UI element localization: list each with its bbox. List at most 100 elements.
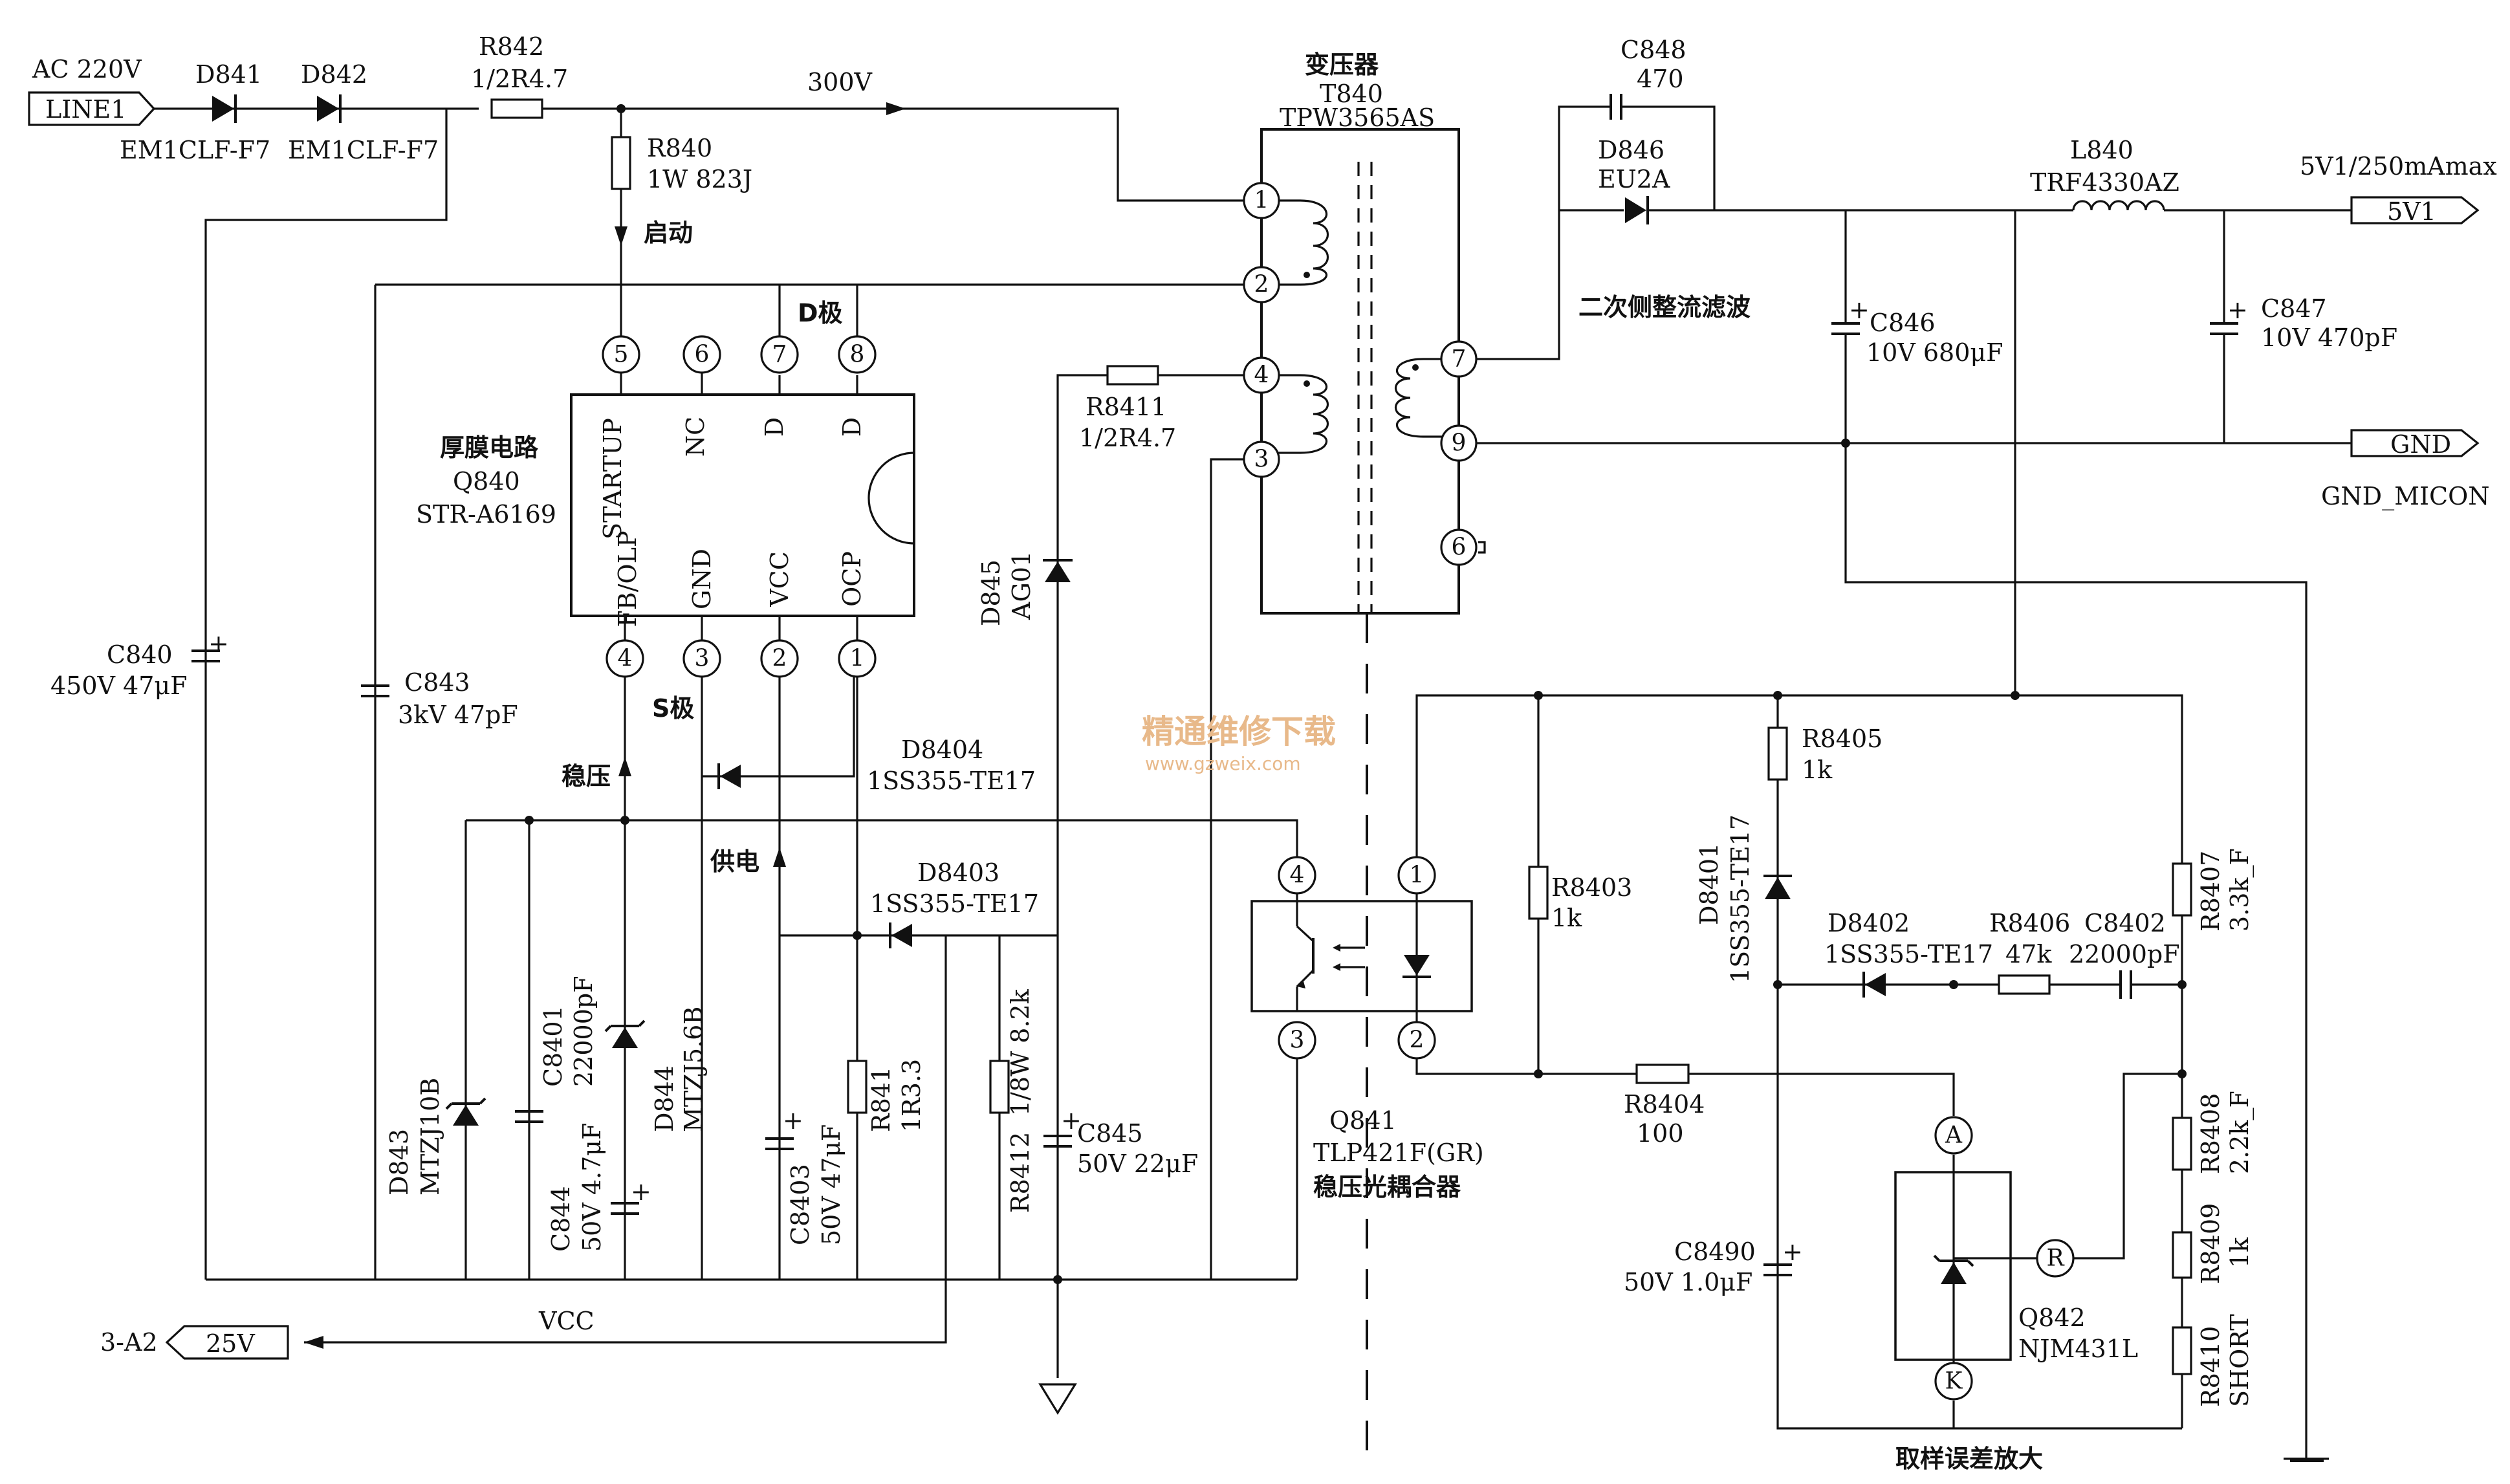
ic-pin-startup: STARTUP xyxy=(598,418,627,540)
svg-text:+: + xyxy=(1782,1238,1803,1266)
transformer-pin-9: 9 xyxy=(1452,430,1467,457)
ic-pin-3: 3 xyxy=(695,646,710,672)
label-r8410: R8410 xyxy=(2196,1326,2225,1407)
label-transformer: 变压器 xyxy=(1305,50,1379,79)
ic-pin-vcc: VCC xyxy=(765,551,794,607)
label-t840: T840 xyxy=(1320,80,1383,108)
label-d846-part: EU2A xyxy=(1598,165,1670,193)
label-r8407-value: 3.3k_F xyxy=(2225,848,2254,932)
transformer-pin-3: 3 xyxy=(1254,446,1269,473)
label-r840-value: 1W 823J xyxy=(647,165,752,193)
label-l840-part: TRF4330AZ xyxy=(2030,168,2179,197)
ic-pin-circles: 5 6 7 8 4 3 2 1 xyxy=(602,335,877,678)
output-tag-gnd xyxy=(2350,429,2480,457)
ic-pin-7: 7 xyxy=(772,342,787,368)
label-r8405: R8405 xyxy=(1802,725,1882,753)
ic-pin-ocp: OCP xyxy=(838,551,866,607)
label-r8408: R8408 xyxy=(2196,1093,2225,1174)
label-r8406-value: 47k xyxy=(2005,940,2052,968)
optocoupler-q841: 4 3 1 2 xyxy=(1250,856,1473,1060)
label-d846: D846 xyxy=(1598,136,1664,164)
label-c843: C843 xyxy=(404,668,470,697)
output-tag-5v1 xyxy=(2350,196,2480,224)
label-supply: 供电 xyxy=(710,847,759,876)
optocoupler-pin-1: 1 xyxy=(1410,862,1424,889)
label-line1: LINE1 xyxy=(45,95,126,124)
label-q841: Q841 xyxy=(1329,1106,1397,1135)
label-gnd-micon: GND_MICON xyxy=(2321,482,2489,511)
transformer-pin-2: 2 xyxy=(1254,272,1269,298)
label-c844-value: 50V 4.7μF xyxy=(578,1123,606,1252)
label-d842-part: EM1CLF-F7 xyxy=(288,136,439,164)
secondary-circuit: A R K xyxy=(1415,94,2480,1462)
label-r8409-value: 1k xyxy=(2225,1237,2254,1268)
ic-pin-d2: D xyxy=(838,417,866,437)
label-c8490-value: 50V 1.0μF xyxy=(1624,1268,1752,1296)
input-section xyxy=(28,91,1252,1280)
svg-text:+: + xyxy=(2227,296,2248,324)
label-r8403: R8403 xyxy=(1551,873,1632,902)
label-r8407: R8407 xyxy=(2196,851,2225,932)
label-q842-part: NJM431L xyxy=(2018,1335,2138,1363)
primary-wiring xyxy=(206,283,1298,1415)
label-startup: 启动 xyxy=(644,219,693,247)
label-regulation: 稳压 xyxy=(562,762,611,791)
label-r8404: R8404 xyxy=(1624,1090,1705,1118)
label-3a2: 3-A2 xyxy=(100,1328,158,1357)
label-r8406: R8406 xyxy=(1989,909,2070,937)
primary-lower-circuit xyxy=(191,649,1298,1349)
svg-text:+: + xyxy=(208,629,229,658)
label-r8412-value: 1/8W 8.2k xyxy=(1006,988,1034,1116)
ic-pin-2: 2 xyxy=(772,646,787,672)
label-tag-5v1: 5V1 xyxy=(2387,197,2436,226)
label-d842: D842 xyxy=(301,60,367,89)
label-d844-part: MTZJ5.6B xyxy=(679,1007,708,1132)
label-d841: D841 xyxy=(195,60,262,89)
label-c848-value: 470 xyxy=(1637,65,1684,93)
label-sampling-amp: 取样误差放大 xyxy=(1895,1445,2043,1473)
label-300v: 300V xyxy=(807,68,873,96)
ic-q840: STARTUP NC D D FB/OLP GND VCC OCP xyxy=(570,285,915,640)
label-r840: R840 xyxy=(647,134,712,162)
transformer-pin-1: 1 xyxy=(1254,188,1269,214)
label-25v: 25V xyxy=(206,1329,255,1358)
label-c848: C848 xyxy=(1621,36,1686,64)
transformer-pins: 1 2 4 3 7 9 6 xyxy=(1243,182,1478,566)
label-c843-value: 3kV 47pF xyxy=(398,701,518,729)
label-ac220v: AC 220V xyxy=(32,55,142,83)
svg-text:+: + xyxy=(1061,1106,1082,1135)
label-r8411-value: 1/2R4.7 xyxy=(1079,424,1176,452)
label-q840-part: STR-A6169 xyxy=(416,500,556,529)
q842-pin-a: A xyxy=(1945,1122,1963,1149)
label-c846-value: 10V 680μF xyxy=(1866,338,2003,367)
label-t840-part: TPW3565AS xyxy=(1280,104,1435,132)
ic-pin-5: 5 xyxy=(614,342,629,368)
label-drain: D极 xyxy=(798,299,843,327)
transformer-pin-6: 6 xyxy=(1452,534,1467,561)
label-d845: D845 xyxy=(977,560,1005,626)
label-c8402-value: 22000pF xyxy=(2069,940,2180,968)
ic-pin-d1: D xyxy=(760,417,789,437)
svg-text:+: + xyxy=(1849,296,1870,324)
label-d8403: D8403 xyxy=(917,858,999,887)
label-d843-part: MTZJ10B xyxy=(416,1078,444,1195)
label-d8403-part: 1SS355-TE17 xyxy=(870,889,1039,918)
label-secondary-rectifier: 二次侧整流滤波 xyxy=(1578,293,1751,322)
optocoupler-pin-3: 3 xyxy=(1290,1027,1305,1054)
label-d843: D843 xyxy=(385,1129,413,1195)
label-r8409: R8409 xyxy=(2196,1203,2225,1284)
ic-pin-1: 1 xyxy=(850,646,865,672)
ic-pin-gnd: GND xyxy=(688,549,716,609)
label-c8401-value: 22000pF xyxy=(569,976,598,1087)
label-c840-value: 450V 47μF xyxy=(50,671,187,700)
label-d8402: D8402 xyxy=(1828,909,1910,937)
label-r8411: R8411 xyxy=(1086,393,1166,421)
label-q840: Q840 xyxy=(453,467,520,496)
watermark: 精通维修下载 www.gzweix.com xyxy=(1142,713,1336,774)
watermark-url: www.gzweix.com xyxy=(1145,753,1301,774)
label-r8404-value: 100 xyxy=(1637,1119,1684,1148)
label-d8404: D8404 xyxy=(901,736,983,764)
label-c840: C840 xyxy=(107,640,173,669)
optocoupler-pin-2: 2 xyxy=(1410,1027,1424,1054)
label-output-5v1: 5V1/250mAmax xyxy=(2300,152,2497,180)
